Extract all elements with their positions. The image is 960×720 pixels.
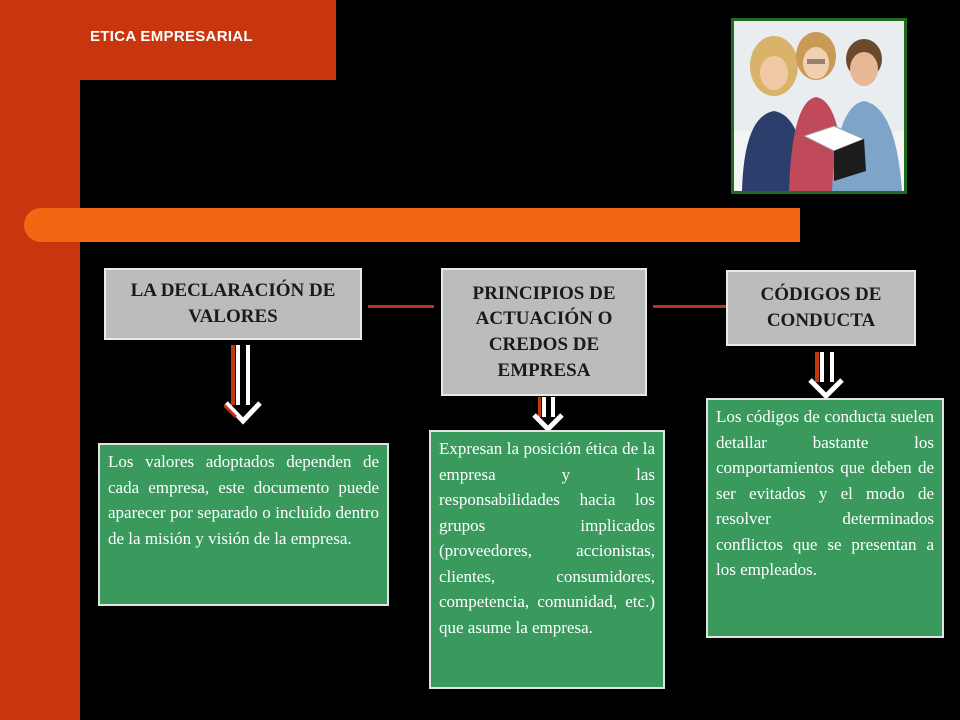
principles-description-box: Expresan la posición ética de la empresa… (429, 430, 665, 689)
connector-line-1 (368, 305, 434, 308)
principles-title-line-2: ACTUACIÓN O (475, 308, 613, 330)
photo-illustration (734, 21, 904, 191)
principles-box: PRINCIPIOS DE ACTUACIÓN O CREDOS DE EMPR… (441, 268, 647, 396)
brand-title: ETICA EMPRESARIAL (90, 28, 253, 45)
principles-title-line-4: EMPRESA (497, 359, 591, 381)
principles-description-text: Expresan la posición ética de la empresa… (439, 439, 655, 637)
black-rounded-corner (80, 80, 160, 160)
connector-line-2 (653, 305, 737, 308)
down-arrow-icon (532, 397, 564, 431)
values-description-text: Los valores adoptados dependen de cada e… (108, 452, 379, 548)
down-arrow-icon (224, 345, 262, 425)
values-declaration-title: LA DECLARACIÓN DE VALORES (130, 280, 336, 327)
conduct-codes-box: CÓDIGOS DE CONDUCTA (726, 270, 916, 346)
conduct-codes-description-box: Los códigos de conducta suelen detallar … (706, 398, 944, 638)
left-red-bar (0, 0, 80, 720)
orange-divider-band (24, 208, 800, 242)
top-red-bar (0, 0, 336, 80)
values-description-box: Los valores adoptados dependen de cada e… (98, 443, 389, 606)
principles-title-line-3: CREDOS DE (488, 334, 600, 355)
down-arrow-icon (808, 352, 844, 398)
values-declaration-box: LA DECLARACIÓN DE VALORES (104, 268, 362, 340)
people-reading-photo (731, 18, 907, 194)
conduct-codes-title: CÓDIGOS DE CONDUCTA (760, 284, 882, 331)
principles-title-line-1: PRINCIPIOS DE (472, 282, 616, 304)
conduct-codes-description-text: Los códigos de conducta suelen detallar … (716, 407, 934, 579)
